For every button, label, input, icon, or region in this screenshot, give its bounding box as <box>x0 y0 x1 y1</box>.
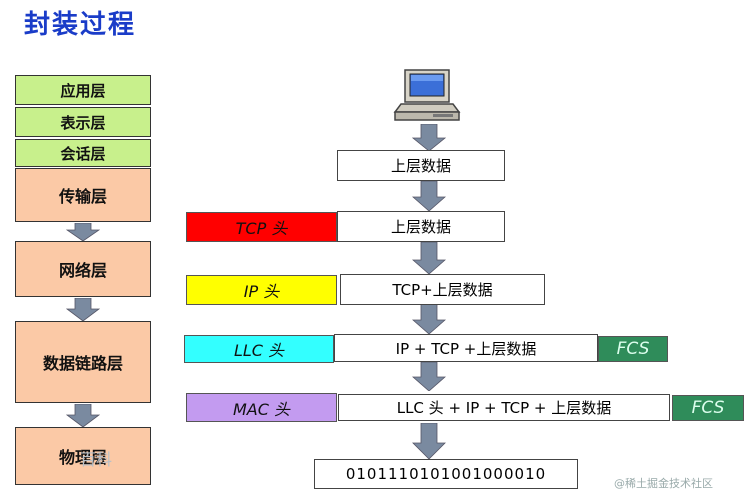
center-arrow-2 <box>412 242 446 274</box>
watermark-right: @稀土掘金技术社区 <box>614 477 713 490</box>
center-arrow-5 <box>412 423 446 459</box>
center-arrow-1 <box>412 181 446 211</box>
tcp-header: TCP 头 <box>186 212 337 242</box>
center-arrow-4 <box>412 362 446 391</box>
layer-presentation: 表示层 <box>15 107 151 137</box>
data-box-tcp: 上层数据 <box>337 211 505 242</box>
center-arrow-0 <box>412 124 446 151</box>
computer-icon <box>393 69 461 121</box>
left-arrow-1 <box>66 223 100 241</box>
bitstream-box: 0101110101001000010 <box>314 459 578 489</box>
layer-session: 会话层 <box>15 139 151 167</box>
page-title: 封装过程 <box>24 10 137 40</box>
ip-header: IP 头 <box>186 275 337 305</box>
data-box-llc: IP + TCP +上层数据 <box>334 334 598 362</box>
data-box-ip: TCP+上层数据 <box>340 274 545 305</box>
layer-transport: 传输层 <box>15 168 151 222</box>
data-box-mac: LLC 头 + IP + TCP + 上层数据 <box>338 394 670 421</box>
layer-application: 应用层 <box>15 75 151 105</box>
layer-network: 网络层 <box>15 241 151 297</box>
left-arrow-3 <box>66 404 100 427</box>
data-box-upper: 上层数据 <box>337 150 505 181</box>
llc-header: LLC 头 <box>184 335 334 363</box>
fcs-llc: FCS <box>598 336 668 362</box>
mac-header: MAC 头 <box>186 393 337 422</box>
left-arrow-2 <box>66 298 100 321</box>
fcs-mac: FCS <box>672 395 744 421</box>
layer-datalink: 数据链路层 <box>15 321 151 403</box>
layer-physical: 物理层 <box>15 427 151 485</box>
watermark-left: 百科 <box>80 450 113 469</box>
center-arrow-3 <box>412 304 446 334</box>
